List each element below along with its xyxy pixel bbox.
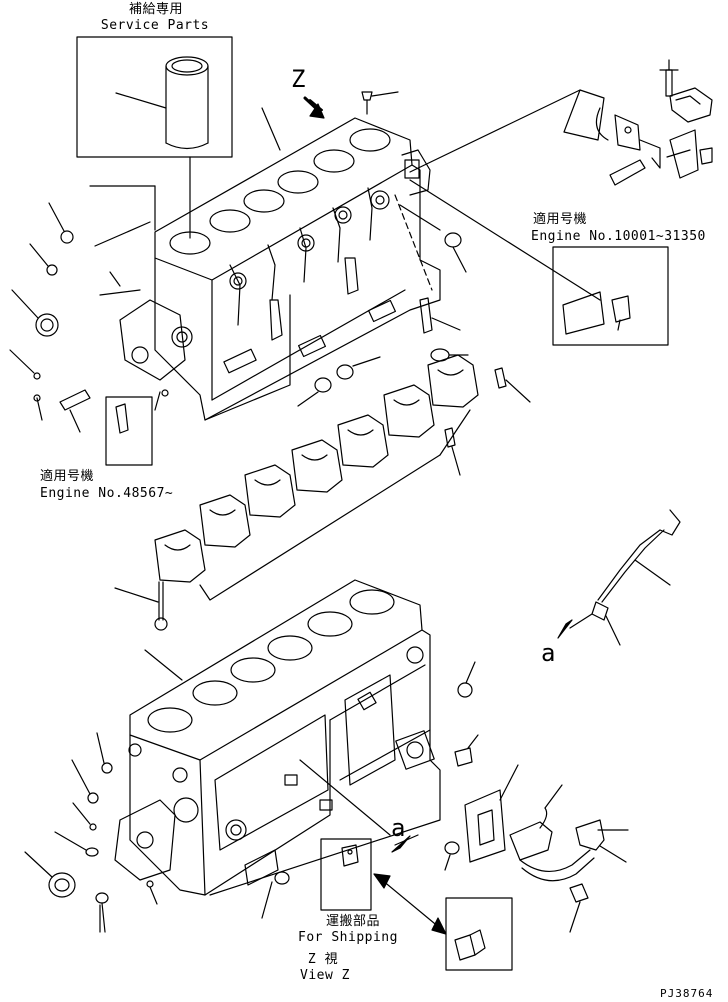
engine-number-range-lower: Engine No.48567~ xyxy=(40,486,174,501)
engine-number-range-upper: Engine No.10001~31350 xyxy=(531,229,706,244)
main-bearing-caps xyxy=(154,354,531,601)
z-view-arrow xyxy=(303,96,325,119)
cylinder-head-bolt xyxy=(114,581,168,631)
for-shipping-en-label: For Shipping xyxy=(298,930,398,945)
figure-code: PJ38764 xyxy=(660,987,714,1000)
applicable-jp-label-lower: 適用号機 xyxy=(40,469,95,484)
view-z-double-arrow xyxy=(373,873,447,935)
for-shipping-jp-label: 運搬部品 xyxy=(325,914,380,929)
top-pin xyxy=(361,91,399,115)
view-z-en-label: View Z xyxy=(300,968,350,983)
view-z-box xyxy=(445,897,513,971)
lower-right-parts xyxy=(261,661,629,933)
right-side-block-parts xyxy=(297,194,469,407)
upper-cylinder-block xyxy=(119,117,441,421)
applicable-box-lower-left xyxy=(105,389,169,466)
lower-left-small-parts xyxy=(24,732,158,933)
view-arrow-z-label: Z xyxy=(291,65,306,93)
leader-block-upper xyxy=(261,107,281,151)
lower-cylinder-block xyxy=(114,579,441,896)
for-shipping-box xyxy=(320,838,372,911)
pointer-a-lower xyxy=(391,834,419,853)
applicable-jp-label-upper: 適用号機 xyxy=(533,212,588,227)
view-z-jp-label: Z 視 xyxy=(307,952,339,967)
pointer-a-label-block: a xyxy=(391,814,406,842)
pointer-a-label-dipstick: a xyxy=(541,639,556,667)
service-parts-title-jp: 補給専用 xyxy=(128,2,183,17)
service-parts-box xyxy=(76,36,233,239)
service-parts-title-en: Service Parts xyxy=(100,18,210,33)
applicable-box-upper-right xyxy=(409,179,669,346)
dipstick xyxy=(557,509,681,646)
upper-left-small-parts xyxy=(9,185,156,433)
upper-right-sensor-assembly xyxy=(409,59,713,186)
